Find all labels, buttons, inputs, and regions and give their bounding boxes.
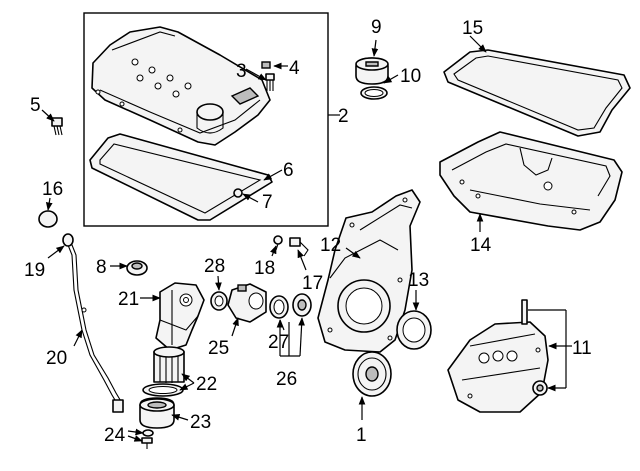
callout-21: 21 xyxy=(118,289,139,310)
callout-19: 19 xyxy=(24,260,45,281)
oil-pan-part xyxy=(439,131,623,231)
rear-cover-part xyxy=(447,321,549,413)
valve-cover-group-frame xyxy=(83,12,329,227)
oil-filter-part xyxy=(142,346,185,397)
leader-lines xyxy=(41,35,572,442)
callout-15: 15 xyxy=(462,18,483,39)
callout-22: 22 xyxy=(196,374,217,395)
valve-cover-part xyxy=(91,26,271,146)
callout-8: 8 xyxy=(96,257,107,278)
callout-27: 27 xyxy=(268,332,289,353)
dowel-pin-part xyxy=(521,299,528,325)
callout-26: 26 xyxy=(276,369,297,390)
callout-17: 17 xyxy=(302,273,323,294)
callout-14: 14 xyxy=(470,235,492,256)
sensor-part-18 xyxy=(273,235,283,251)
adapter-part-25 xyxy=(227,283,267,323)
bolt-part-3 xyxy=(265,73,275,91)
sensor-part-17 xyxy=(289,237,309,257)
oil-filter-housing-part xyxy=(155,282,205,351)
seal-part-7 xyxy=(233,188,243,198)
callout-3: 3 xyxy=(236,61,247,82)
callout-12: 12 xyxy=(320,235,341,256)
grommet-part-4 xyxy=(261,61,271,69)
plug-part-16 xyxy=(38,210,58,228)
callout-10: 10 xyxy=(400,66,421,87)
callout-23: 23 xyxy=(190,412,211,433)
front-seal-part xyxy=(396,310,432,350)
callout-16: 16 xyxy=(42,179,63,200)
valve-cover-gasket-part xyxy=(89,133,273,221)
callout-7: 7 xyxy=(262,192,273,213)
callout-1: 1 xyxy=(356,425,367,446)
drain-plug-part xyxy=(141,429,154,449)
callout-5: 5 xyxy=(30,95,41,116)
oil-filler-cap-part xyxy=(355,57,389,85)
crank-pulley-part xyxy=(352,351,392,397)
callout-25: 25 xyxy=(208,338,229,359)
callout-24: 24 xyxy=(104,425,126,446)
dipstick-tube-part xyxy=(62,233,124,413)
callout-11: 11 xyxy=(572,338,592,359)
oil-pan-gasket-part xyxy=(443,49,631,137)
callout-9: 9 xyxy=(371,17,382,38)
callout-6: 6 xyxy=(283,160,294,181)
callout-labels: 1 2 3 4 5 6 7 8 9 10 11 12 13 14 15 16 1… xyxy=(24,17,592,446)
callout-2: 2 xyxy=(338,106,349,127)
callout-18: 18 xyxy=(254,258,275,279)
callout-28: 28 xyxy=(204,256,225,277)
callout-20: 20 xyxy=(46,348,67,369)
callout-4: 4 xyxy=(289,58,300,79)
bolt-part-5 xyxy=(51,117,63,136)
timing-cover-part xyxy=(317,189,421,353)
filter-cap-part xyxy=(139,397,175,429)
callout-13: 13 xyxy=(408,270,429,291)
